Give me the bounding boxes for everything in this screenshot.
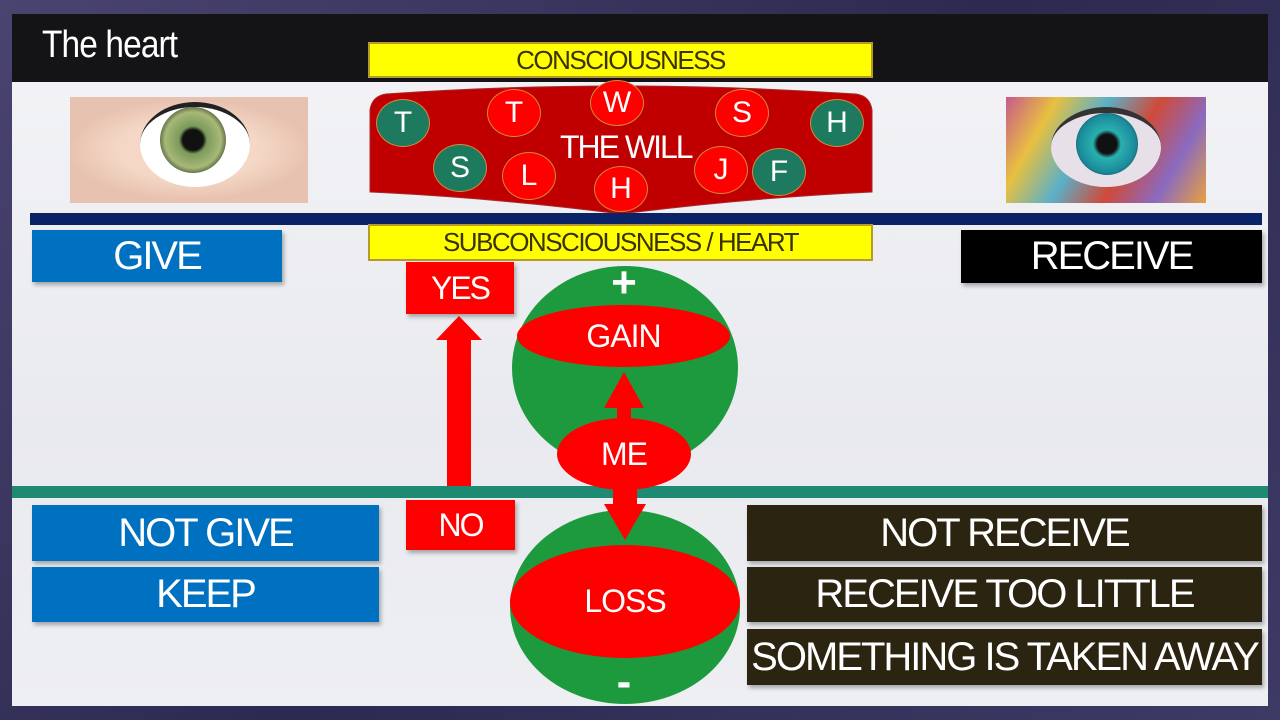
give-box: GIVE bbox=[32, 230, 282, 282]
will-circle: F bbox=[752, 148, 806, 196]
will-circle: H bbox=[810, 99, 864, 147]
me-to-loss-arrow-icon bbox=[604, 484, 646, 540]
receive-too-little-box: RECEIVE TOO LITTLE bbox=[747, 567, 1262, 622]
will-circle: H bbox=[594, 166, 648, 212]
will-circle: T bbox=[376, 99, 430, 147]
consciousness-bar: CONSCIOUSNESS bbox=[368, 42, 873, 78]
not-receive-box: NOT RECEIVE bbox=[747, 505, 1262, 561]
heart-divider bbox=[12, 486, 1268, 498]
not-give-box: NOT GIVE bbox=[32, 505, 379, 561]
will-circle: S bbox=[715, 89, 769, 137]
loss-ellipse: LOSS bbox=[510, 545, 740, 658]
will-label: THE WILL bbox=[560, 129, 694, 165]
will-circle: L bbox=[502, 152, 556, 200]
will-circle: W bbox=[590, 80, 644, 126]
will-circle: J bbox=[694, 146, 748, 194]
minus-sign: - bbox=[616, 657, 632, 706]
up-arrow-icon bbox=[436, 316, 482, 488]
natural-eye-image bbox=[70, 97, 308, 203]
receive-box: RECEIVE bbox=[961, 230, 1262, 283]
something-taken-away-box: SOMETHING IS TAKEN AWAY bbox=[747, 629, 1262, 685]
keep-box: KEEP bbox=[32, 567, 379, 622]
plus-sign: + bbox=[611, 258, 637, 307]
slide-title: The heart bbox=[42, 24, 178, 66]
yes-box: YES bbox=[406, 262, 514, 314]
mosaic-eye-image bbox=[1006, 97, 1206, 203]
me-to-gain-arrow-icon bbox=[604, 372, 644, 420]
no-box: NO bbox=[406, 500, 515, 550]
consciousness-divider bbox=[30, 213, 1262, 225]
me-ellipse: ME bbox=[557, 418, 691, 490]
gain-ellipse: GAIN bbox=[517, 305, 730, 367]
will-circle: S bbox=[433, 144, 487, 192]
subconsciousness-bar: SUBCONSCIOUSNESS / HEART bbox=[368, 224, 873, 261]
will-circle: T bbox=[487, 89, 541, 137]
